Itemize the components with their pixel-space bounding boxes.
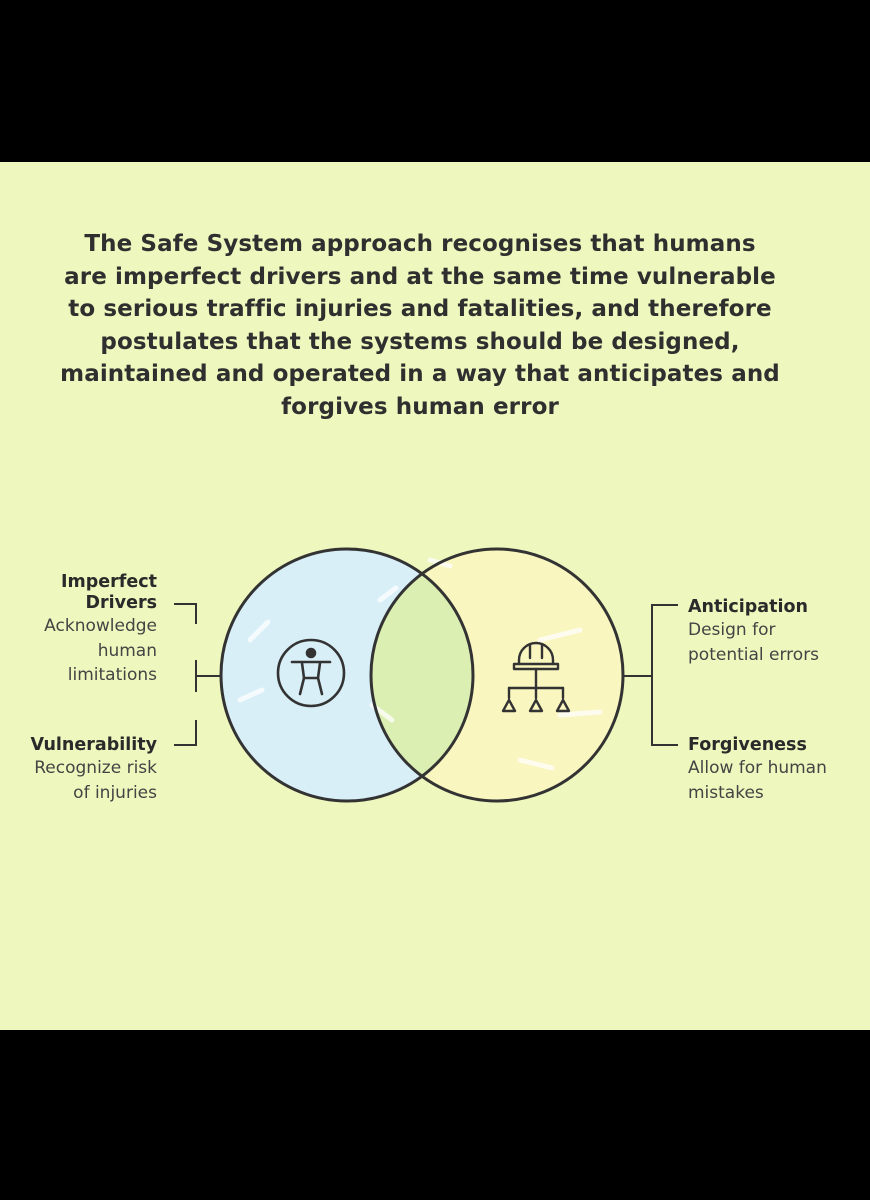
label-anticipation: Anticipation Design for potential errors — [688, 597, 819, 667]
label-forgiveness-title: Forgiveness — [688, 735, 807, 755]
label-forgiveness: Forgiveness Allow for human mistakes — [688, 735, 827, 805]
accessibility-person-icon — [276, 638, 346, 708]
label-anticipation-desc-1: Design for — [688, 620, 776, 640]
label-imperfect-drivers-desc-1: Acknowledge — [44, 616, 157, 636]
label-imperfect-drivers-title-2: Drivers — [85, 593, 157, 613]
label-vulnerability-desc-2: of injuries — [73, 782, 157, 803]
label-anticipation-desc-2: potential errors — [688, 644, 820, 665]
label-vulnerability-title: Vulnerability — [30, 735, 157, 755]
right-circle-outline — [369, 547, 625, 803]
overlap-fill — [371, 549, 473, 801]
label-imperfect-drivers: Imperfect Drivers Acknowledge human limi… — [44, 572, 157, 688]
heading-text: The Safe System approach recognises that… — [60, 231, 780, 420]
label-vulnerability-desc-1: Recognize risk — [34, 758, 157, 778]
left-brackets — [174, 603, 221, 746]
label-imperfect-drivers-desc-2: human — [97, 640, 157, 661]
label-forgiveness-desc-2: mistakes — [688, 782, 764, 803]
label-imperfect-drivers-desc-3: limitations — [67, 665, 157, 685]
label-anticipation-title: Anticipation — [688, 597, 808, 617]
right-bracket — [624, 604, 678, 746]
label-vulnerability: Vulnerability Recognize risk of injuries — [31, 735, 157, 805]
hardhat-hierarchy-icon — [501, 641, 571, 713]
label-imperfect-drivers-title-1: Imperfect — [61, 572, 157, 592]
label-forgiveness-desc-1: Allow for human — [688, 758, 827, 778]
